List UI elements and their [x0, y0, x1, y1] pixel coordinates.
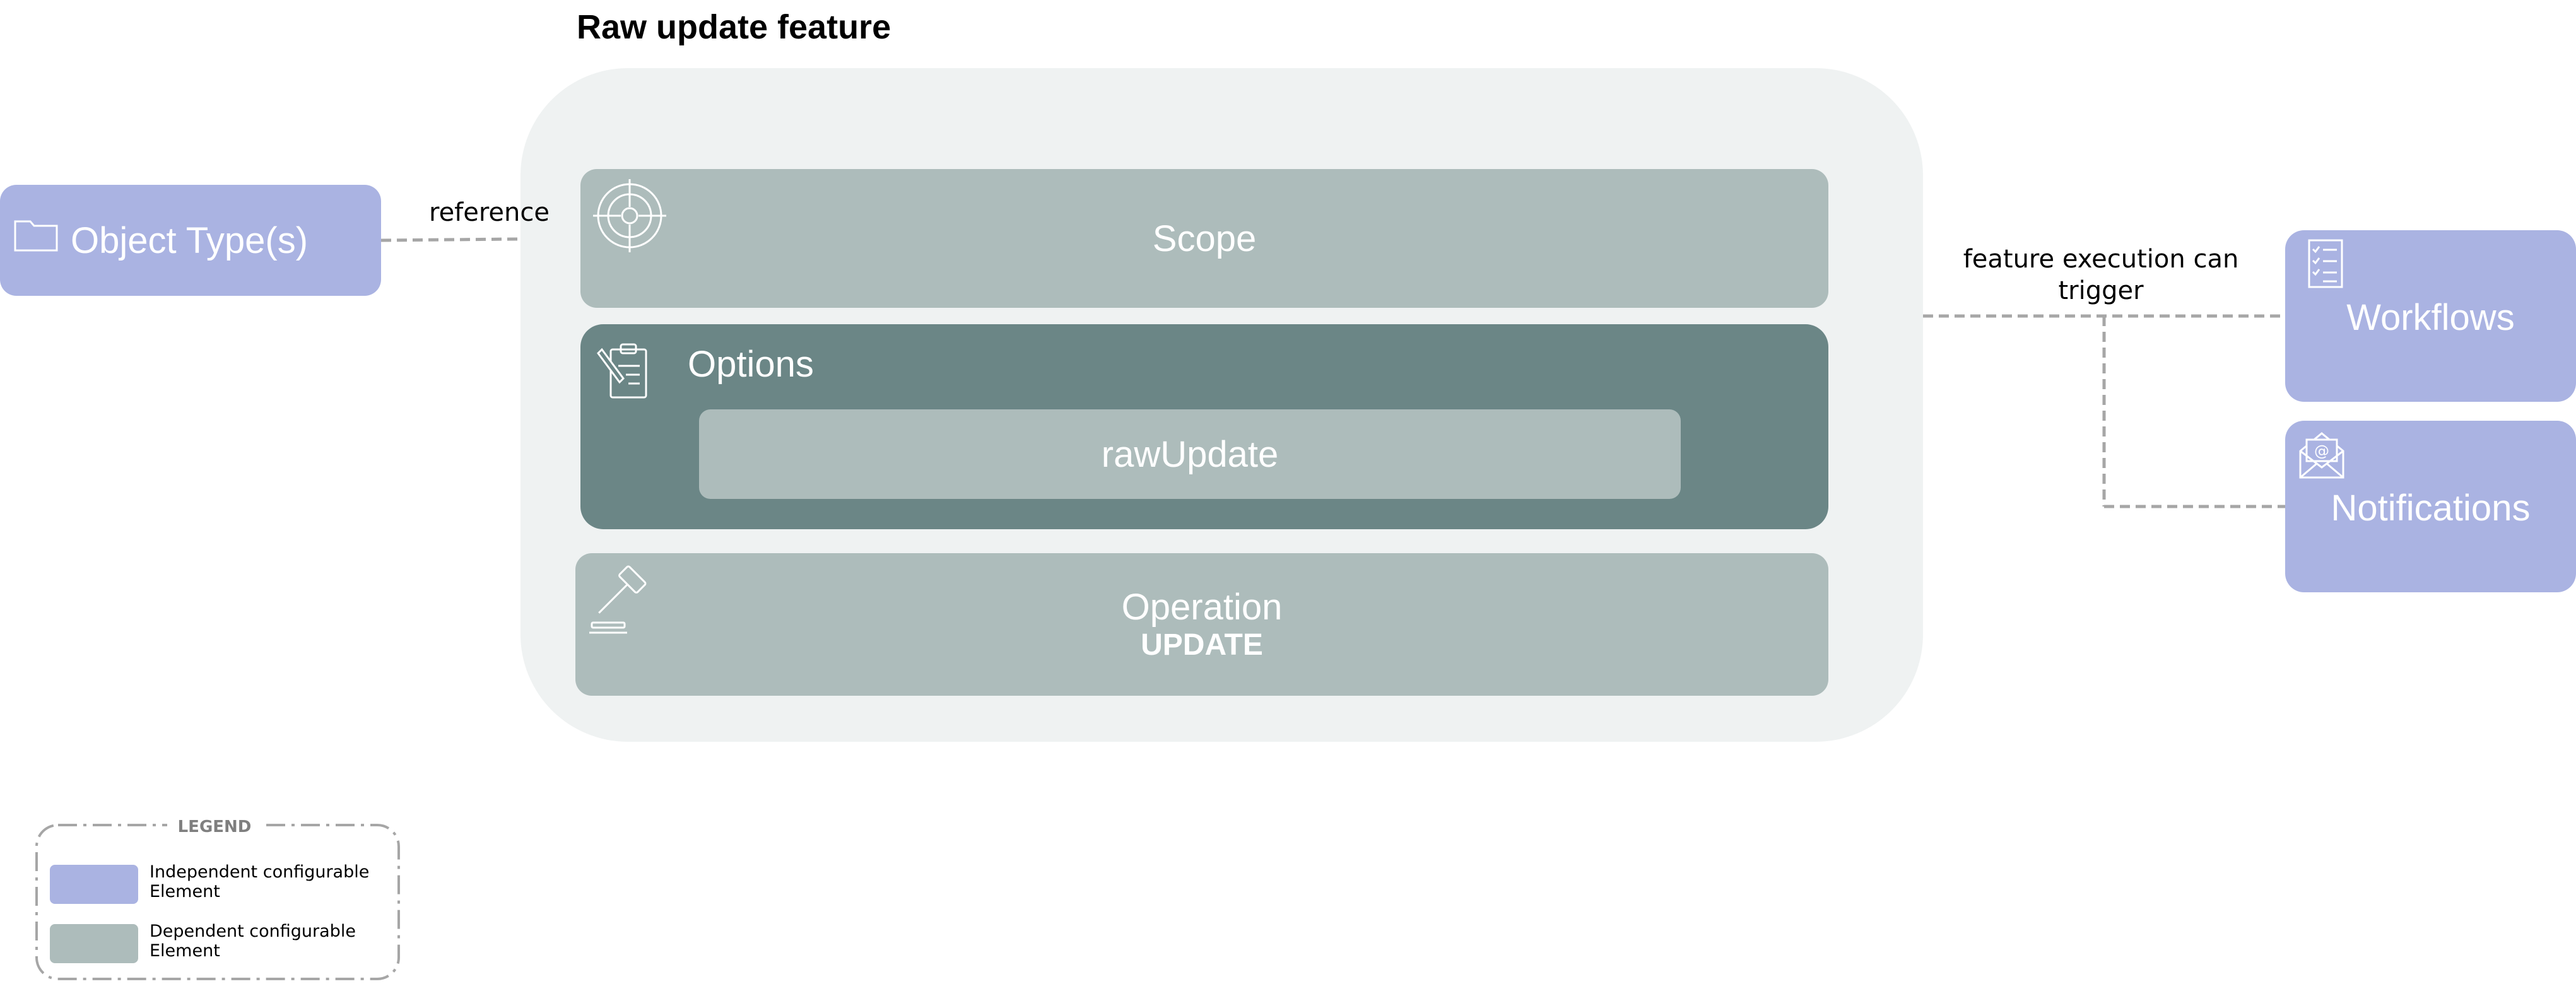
trigger-label: feature execution can trigger	[1943, 243, 2259, 307]
notifications-label: Notifications	[2331, 488, 2531, 529]
legend-swatch-independent	[50, 865, 138, 904]
trigger-label-line1: feature execution can	[1963, 245, 2239, 274]
operation-value: UPDATE	[1141, 628, 1263, 662]
clipboard-pen-icon	[597, 343, 647, 399]
legend-label-dependent: Dependent configurable Element	[150, 922, 356, 961]
checklist-icon	[2308, 239, 2343, 288]
email-icon: @	[2299, 432, 2344, 479]
gavel-icon	[589, 565, 647, 634]
svg-text:@: @	[2314, 442, 2329, 460]
options-label: Options	[688, 344, 814, 385]
object-types-box[interactable]: Object Type(s)	[0, 185, 381, 296]
folder-icon	[14, 220, 58, 252]
legend-dependent-line2: Element	[150, 941, 220, 961]
legend: LEGEND Independent configurable Element …	[35, 816, 401, 981]
legend-independent-line1: Independent configurable	[150, 862, 370, 882]
scope-box[interactable]: Scope	[580, 169, 1828, 308]
legend-independent-line2: Element	[150, 882, 220, 901]
scope-label: Scope	[1152, 218, 1257, 259]
raw-update-label: rawUpdate	[1101, 434, 1279, 475]
operation-box[interactable]: Operation UPDATE	[575, 553, 1828, 696]
legend-label-independent: Independent configurable Element	[150, 862, 369, 901]
target-icon	[593, 179, 666, 252]
legend-dependent-line1: Dependent configurable	[150, 922, 356, 941]
legend-swatch-dependent	[50, 924, 138, 963]
legend-title: LEGEND	[177, 817, 252, 836]
trigger-label-line2: trigger	[2058, 276, 2144, 305]
operation-label: Operation	[1121, 587, 1283, 628]
legend-title-bg	[167, 816, 262, 835]
workflows-box[interactable]: Workflows	[2285, 230, 2576, 402]
legend-border	[35, 824, 400, 980]
raw-update-box[interactable]: rawUpdate	[699, 409, 1681, 499]
reference-label: reference	[429, 198, 550, 227]
object-types-label: Object Type(s)	[71, 220, 309, 261]
notifications-box[interactable]: @ Notifications	[2285, 421, 2576, 592]
workflows-label: Workflows	[2346, 297, 2515, 338]
diagram-title: Raw update feature	[577, 8, 891, 46]
options-box[interactable]: Options rawUpdate	[580, 324, 1828, 529]
